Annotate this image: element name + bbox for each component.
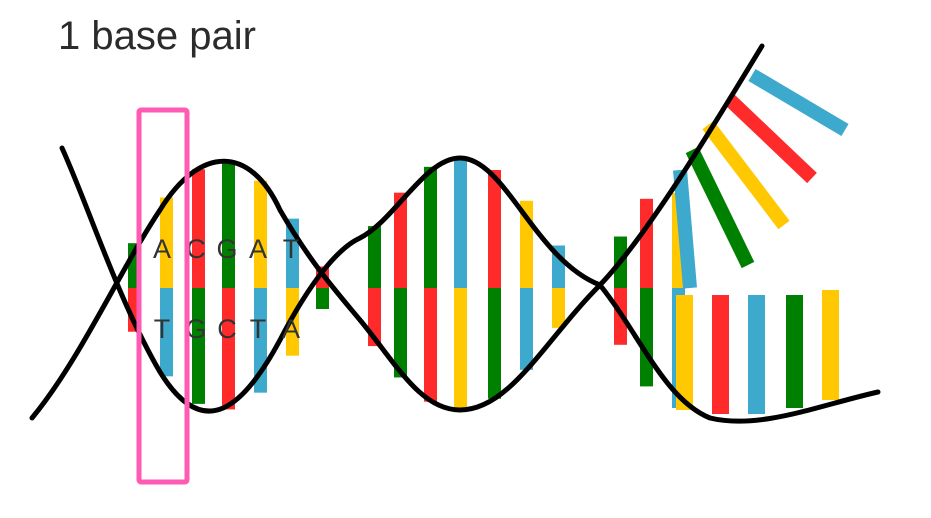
backbone-strands xyxy=(29,43,881,424)
unzipped-base-top xyxy=(725,94,817,184)
base-bar-bottom xyxy=(160,288,173,377)
backbone-strand-b xyxy=(29,158,881,424)
base-bar-bottom xyxy=(424,288,437,402)
base-pair-highlight-box xyxy=(136,107,190,485)
base-bar-top xyxy=(424,166,437,288)
unzipped-base-bottom xyxy=(748,295,765,414)
unzipped-base-top xyxy=(748,68,849,137)
unzipped-base-bottom xyxy=(786,295,803,408)
top-strand-letter: C xyxy=(186,234,206,264)
base-bar-top xyxy=(640,198,653,288)
base-bar-top xyxy=(368,226,381,288)
unzipped-base-top xyxy=(685,146,755,269)
unzipped-base-top xyxy=(702,120,790,230)
bottom-strand-letter: C xyxy=(217,314,237,344)
unzipped-base-bottom xyxy=(822,290,839,400)
backbone-strand-a xyxy=(59,43,765,414)
bottom-strand-letter: T xyxy=(250,314,267,344)
unzipped-base-bottom xyxy=(712,295,729,414)
base-bar-top xyxy=(254,180,267,288)
base-bar-top xyxy=(160,197,173,288)
base-bar-bottom xyxy=(488,288,501,399)
bottom-strand-letter: A xyxy=(282,314,300,344)
diagram-title: 1 base pair xyxy=(58,14,256,58)
base-bar-top xyxy=(488,170,501,288)
base-bar-top xyxy=(394,192,407,288)
bottom-strand-letter: G xyxy=(185,314,206,344)
top-strand-letter: A xyxy=(249,234,267,264)
top-strand-letter: A xyxy=(153,234,171,264)
base-bar-bottom xyxy=(222,288,235,410)
base-pair-bars xyxy=(128,158,685,410)
unzipped-base-top xyxy=(673,169,697,289)
base-bar-bottom xyxy=(552,288,565,328)
top-strand-letter: G xyxy=(216,234,237,264)
base-bar-bottom xyxy=(454,288,467,410)
base-bar-bottom xyxy=(316,288,329,310)
base-bar-top xyxy=(192,169,205,288)
base-bar-bottom xyxy=(640,288,653,387)
bottom-strand-letter: T xyxy=(154,314,171,344)
base-bar-bottom xyxy=(520,288,533,370)
unzipped-base-bottom xyxy=(676,295,693,410)
base-bar-top xyxy=(454,158,467,288)
base-bar-bottom xyxy=(192,288,205,404)
top-strand-letter: T xyxy=(283,234,300,264)
base-bar-top xyxy=(222,163,235,288)
base-bar-bottom xyxy=(394,288,407,378)
unzipped-bases xyxy=(673,68,849,414)
